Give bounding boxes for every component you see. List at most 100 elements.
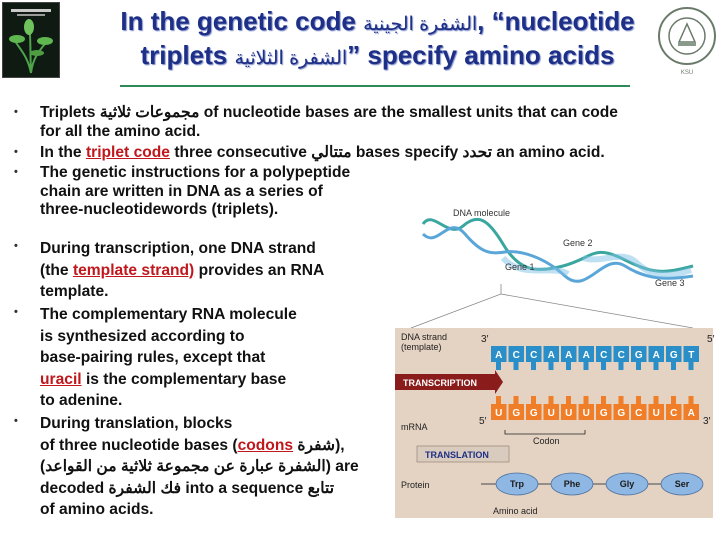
svg-text:G: G <box>617 408 625 419</box>
svg-text:C: C <box>513 350 520 361</box>
bullet-text: Triplets <box>40 104 96 121</box>
slide-title: In the genetic code الشفرة الجينية, “nuc… <box>70 6 685 74</box>
dna-base: A <box>648 346 664 370</box>
svg-text:Phe: Phe <box>564 479 581 489</box>
bullet-text: an amino acid. <box>496 144 605 161</box>
title-arabic: الشفرة الثلاثية <box>234 48 348 69</box>
label-dna-molecule: DNA molecule <box>453 208 510 218</box>
label-template: (template) <box>401 342 442 352</box>
svg-text:C: C <box>618 350 625 361</box>
svg-text:Ser: Ser <box>675 479 690 489</box>
svg-text:C: C <box>600 350 607 361</box>
mrna-base: G <box>596 396 612 420</box>
transcription-band <box>395 374 495 390</box>
dna-base: A <box>491 346 507 370</box>
bullet-3: The genetic instructions for a polypepti… <box>40 164 440 220</box>
label-mrna-3prime: 3′ <box>703 416 711 427</box>
label-dna-5prime: 5′ <box>707 334 715 345</box>
mrna-base: C <box>666 396 682 420</box>
dna-base: C <box>526 346 542 370</box>
bullet-arabic: مجموعات ثلاثية <box>99 104 200 121</box>
label-gene3: Gene 3 <box>655 278 685 288</box>
svg-text:U: U <box>583 408 590 419</box>
bullet-line: chain are written in DNA as a series of <box>40 182 323 200</box>
bullet-line: template. <box>40 283 109 301</box>
dna-base: T <box>683 346 699 370</box>
highlight-term: uracil <box>40 370 82 388</box>
bullet-text: is the complementary base <box>85 370 287 388</box>
bullet-marker: • <box>14 240 18 252</box>
bullet-marker: • <box>14 146 18 158</box>
title-part: ” specify amino acids <box>347 40 615 70</box>
mrna-base: U <box>578 396 594 420</box>
bullet-arabic: شفرة <box>297 436 336 454</box>
dna-base: G <box>631 346 647 370</box>
bullet-5: The complementary RNA molecule is synthe… <box>40 304 410 412</box>
label-amino-acid: Amino acid <box>493 506 538 516</box>
label-translation: TRANSLATION <box>425 450 489 460</box>
svg-text:C: C <box>670 408 677 419</box>
bullet-4: During transcription, one DNA strand (th… <box>40 238 410 303</box>
bullet-line: During transcription, one DNA strand <box>40 240 316 257</box>
plant-icon <box>9 9 53 74</box>
bullet-line: is synthesized according to <box>40 327 245 345</box>
bullet-arabic: الشفرة عبارة عن مجموعة ثلاثية من القواعد <box>45 458 326 476</box>
dna-base: C <box>596 346 612 370</box>
svg-text:C: C <box>635 408 642 419</box>
book-cover-icon <box>2 2 60 78</box>
label-mrna: mRNA <box>401 422 428 432</box>
svg-text:G: G <box>530 408 538 419</box>
svg-text:A: A <box>495 350 502 361</box>
mrna-base: G <box>526 396 542 420</box>
bullet-text: of three nucleotide bases ( <box>40 436 238 454</box>
bullet-marker: • <box>14 166 18 178</box>
label-dna-strand: DNA strand <box>401 332 447 342</box>
mrna-base: U <box>543 396 559 420</box>
amino-acid: Ser <box>660 472 704 496</box>
bullet-text: for all the amino acid. <box>40 122 201 140</box>
svg-text:A: A <box>548 350 555 361</box>
dna-base: A <box>578 346 594 370</box>
svg-text:A: A <box>653 350 660 361</box>
svg-text:U: U <box>565 408 572 419</box>
amino-acid: Gly <box>605 472 649 496</box>
svg-text:A: A <box>565 350 572 361</box>
dna-base: A <box>561 346 577 370</box>
label-gene2: Gene 2 <box>563 238 593 248</box>
bullet-arabic: تحدد <box>462 144 493 161</box>
dna-helix <box>421 217 694 283</box>
svg-text:G: G <box>670 350 678 361</box>
bullet-text: ) are <box>325 458 359 476</box>
bullet-text: into a sequence <box>185 479 304 497</box>
dna-base: C <box>613 346 629 370</box>
svg-text:G: G <box>512 408 520 419</box>
dna-base: G <box>666 346 682 370</box>
bullet-text: decoded <box>40 479 105 497</box>
bullet-arabic: متتالي <box>311 144 352 161</box>
amino-acid: Phe <box>550 472 594 496</box>
dna-base: C <box>508 346 524 370</box>
transcription-translation-figure: DNA molecule Gene 2 Gene 1 Gene 3 DNA st… <box>395 208 715 518</box>
amino-acid-row: Trp Phe Gly Ser <box>495 472 704 496</box>
svg-text:Trp: Trp <box>510 479 525 489</box>
title-divider <box>120 85 630 87</box>
svg-text:T: T <box>688 350 694 361</box>
bullet-marker: • <box>14 415 18 427</box>
bullet-marker: • <box>14 106 18 118</box>
bullet-6: During translation, blocks of three nucl… <box>40 413 420 521</box>
mrna-base: C <box>631 396 647 420</box>
bullet-text: In the <box>40 144 82 161</box>
svg-text:KSU: KSU <box>681 70 693 76</box>
svg-text:G: G <box>635 350 643 361</box>
bullet-line: of amino acids. <box>40 501 154 519</box>
bullet-1: Triplets مجموعات ثلاثية of nucleotide ba… <box>40 104 720 141</box>
bullet-line: During translation, blocks <box>40 415 233 432</box>
bullet-marker: • <box>14 306 18 318</box>
svg-text:U: U <box>495 408 502 419</box>
mrna-base: A <box>683 396 699 420</box>
university-seal-logo: KSU <box>656 2 718 78</box>
mrna-base: U <box>491 396 507 420</box>
bullet-text: three consecutive <box>174 144 307 161</box>
